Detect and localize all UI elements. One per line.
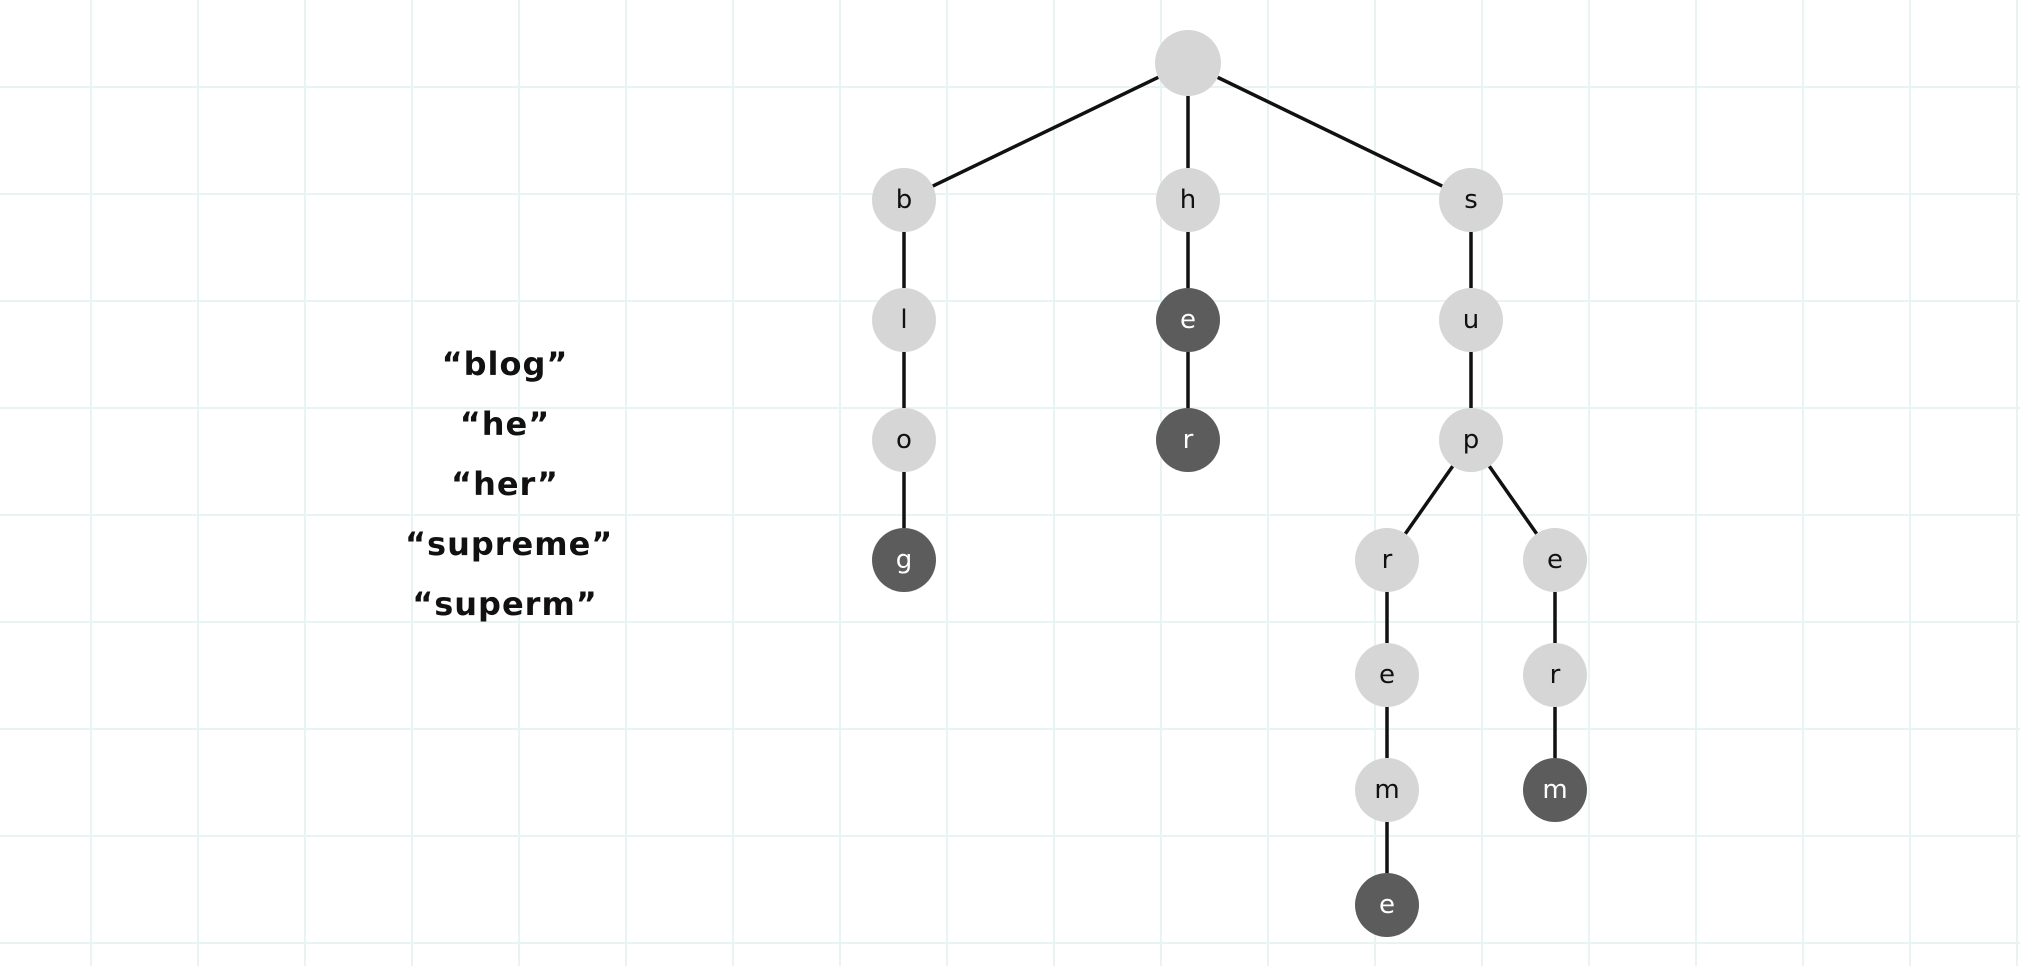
word-item-supreme: “supreme”: [405, 525, 614, 563]
trie-node-b: b: [872, 168, 936, 232]
trie-node-s: s: [1439, 168, 1503, 232]
node-circle: [1355, 758, 1419, 822]
node-circle: [1156, 168, 1220, 232]
node-label: l: [900, 305, 907, 335]
trie-node-su: u: [1439, 288, 1503, 352]
trie-node-blo: o: [872, 408, 936, 472]
trie-node-supe: e: [1523, 528, 1587, 592]
node-circle: [872, 528, 936, 592]
word-item-blog: “blog”: [441, 345, 569, 383]
node-circle: [1439, 288, 1503, 352]
trie-node-superm: m: [1523, 758, 1587, 822]
trie-edges: [902, 75, 1557, 873]
node-circle: [1439, 168, 1503, 232]
node-circle: [1156, 288, 1220, 352]
word-list: “blog” “he” “her” “supreme” “superm”: [405, 334, 614, 634]
trie-node-supre: e: [1355, 643, 1419, 707]
word-item-her: “her”: [451, 465, 559, 503]
trie-node-her: r: [1156, 408, 1220, 472]
node-circle: [1156, 408, 1220, 472]
word-item-superm: “superm”: [412, 585, 598, 623]
word-item-he: “he”: [459, 405, 551, 443]
node-circle: [872, 168, 936, 232]
trie-node-he: e: [1156, 288, 1220, 352]
trie-root-node: [1155, 30, 1221, 96]
node-label: h: [1180, 185, 1196, 215]
trie-node-suprem: m: [1355, 758, 1419, 822]
trie-node-super: r: [1523, 643, 1587, 707]
node-label: g: [896, 545, 913, 575]
trie-nodes: b l o g h e r s u p r e m e e r m: [872, 30, 1587, 937]
node-label: r: [1183, 425, 1194, 455]
node-label: r: [1550, 660, 1561, 690]
edge-sup-supr: [1403, 465, 1455, 535]
node-label: e: [1180, 305, 1196, 335]
node-label: b: [896, 185, 913, 215]
node-label: u: [1463, 305, 1479, 335]
trie-node-h: h: [1156, 168, 1220, 232]
node-label: m: [1542, 775, 1567, 805]
edge-root-b: [932, 75, 1160, 188]
node-circle: [1523, 758, 1587, 822]
node-label: o: [896, 425, 912, 455]
node-circle: [1355, 528, 1419, 592]
node-label: s: [1464, 185, 1478, 215]
node-label: e: [1547, 545, 1563, 575]
edge-sup-supe: [1487, 465, 1539, 535]
node-circle: [872, 288, 936, 352]
node-circle: [1355, 643, 1419, 707]
node-circle: [1155, 30, 1221, 96]
trie-node-blog: g: [872, 528, 936, 592]
node-label: m: [1374, 775, 1399, 805]
node-label: e: [1379, 660, 1395, 690]
node-circle: [872, 408, 936, 472]
trie-node-supr: r: [1355, 528, 1419, 592]
trie-node-bl: l: [872, 288, 936, 352]
trie-node-sup: p: [1439, 408, 1503, 472]
node-label: r: [1382, 545, 1393, 575]
node-circle: [1523, 528, 1587, 592]
node-label: p: [1463, 425, 1480, 455]
node-circle: [1523, 643, 1587, 707]
edge-root-s: [1216, 75, 1443, 188]
trie-node-supreme: e: [1355, 873, 1419, 937]
node-label: e: [1379, 890, 1395, 920]
node-circle: [1439, 408, 1503, 472]
node-circle: [1355, 873, 1419, 937]
